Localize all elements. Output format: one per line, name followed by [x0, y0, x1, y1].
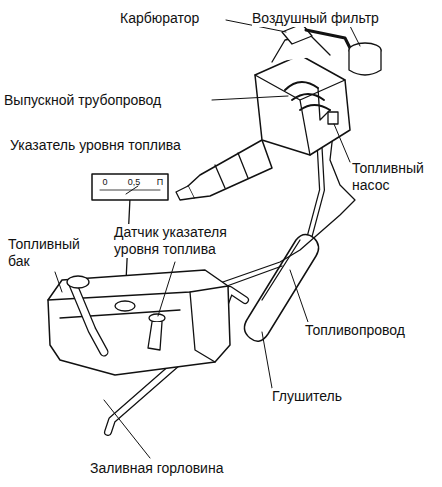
gauge-scale: П — [154, 177, 166, 187]
gauge-scale: 0,5 — [124, 177, 144, 187]
gauge-scale: 0 — [98, 177, 112, 187]
part-label: Топливный бак — [8, 236, 100, 270]
part-label: Воздушный фильтр — [252, 10, 379, 27]
part-label: Топливный насос — [352, 160, 438, 194]
part-label: Заливная горловина — [90, 460, 223, 477]
part-label: Глушитель — [272, 388, 342, 405]
part-label: Выпускной трубопровод — [4, 92, 161, 109]
part-label: Указатель уровня топлива — [10, 137, 181, 154]
part-label: Датчик указателя уровня топлива — [114, 224, 264, 258]
part-label: Топливопровод — [305, 322, 405, 339]
part-label: Карбюратор — [120, 10, 199, 27]
